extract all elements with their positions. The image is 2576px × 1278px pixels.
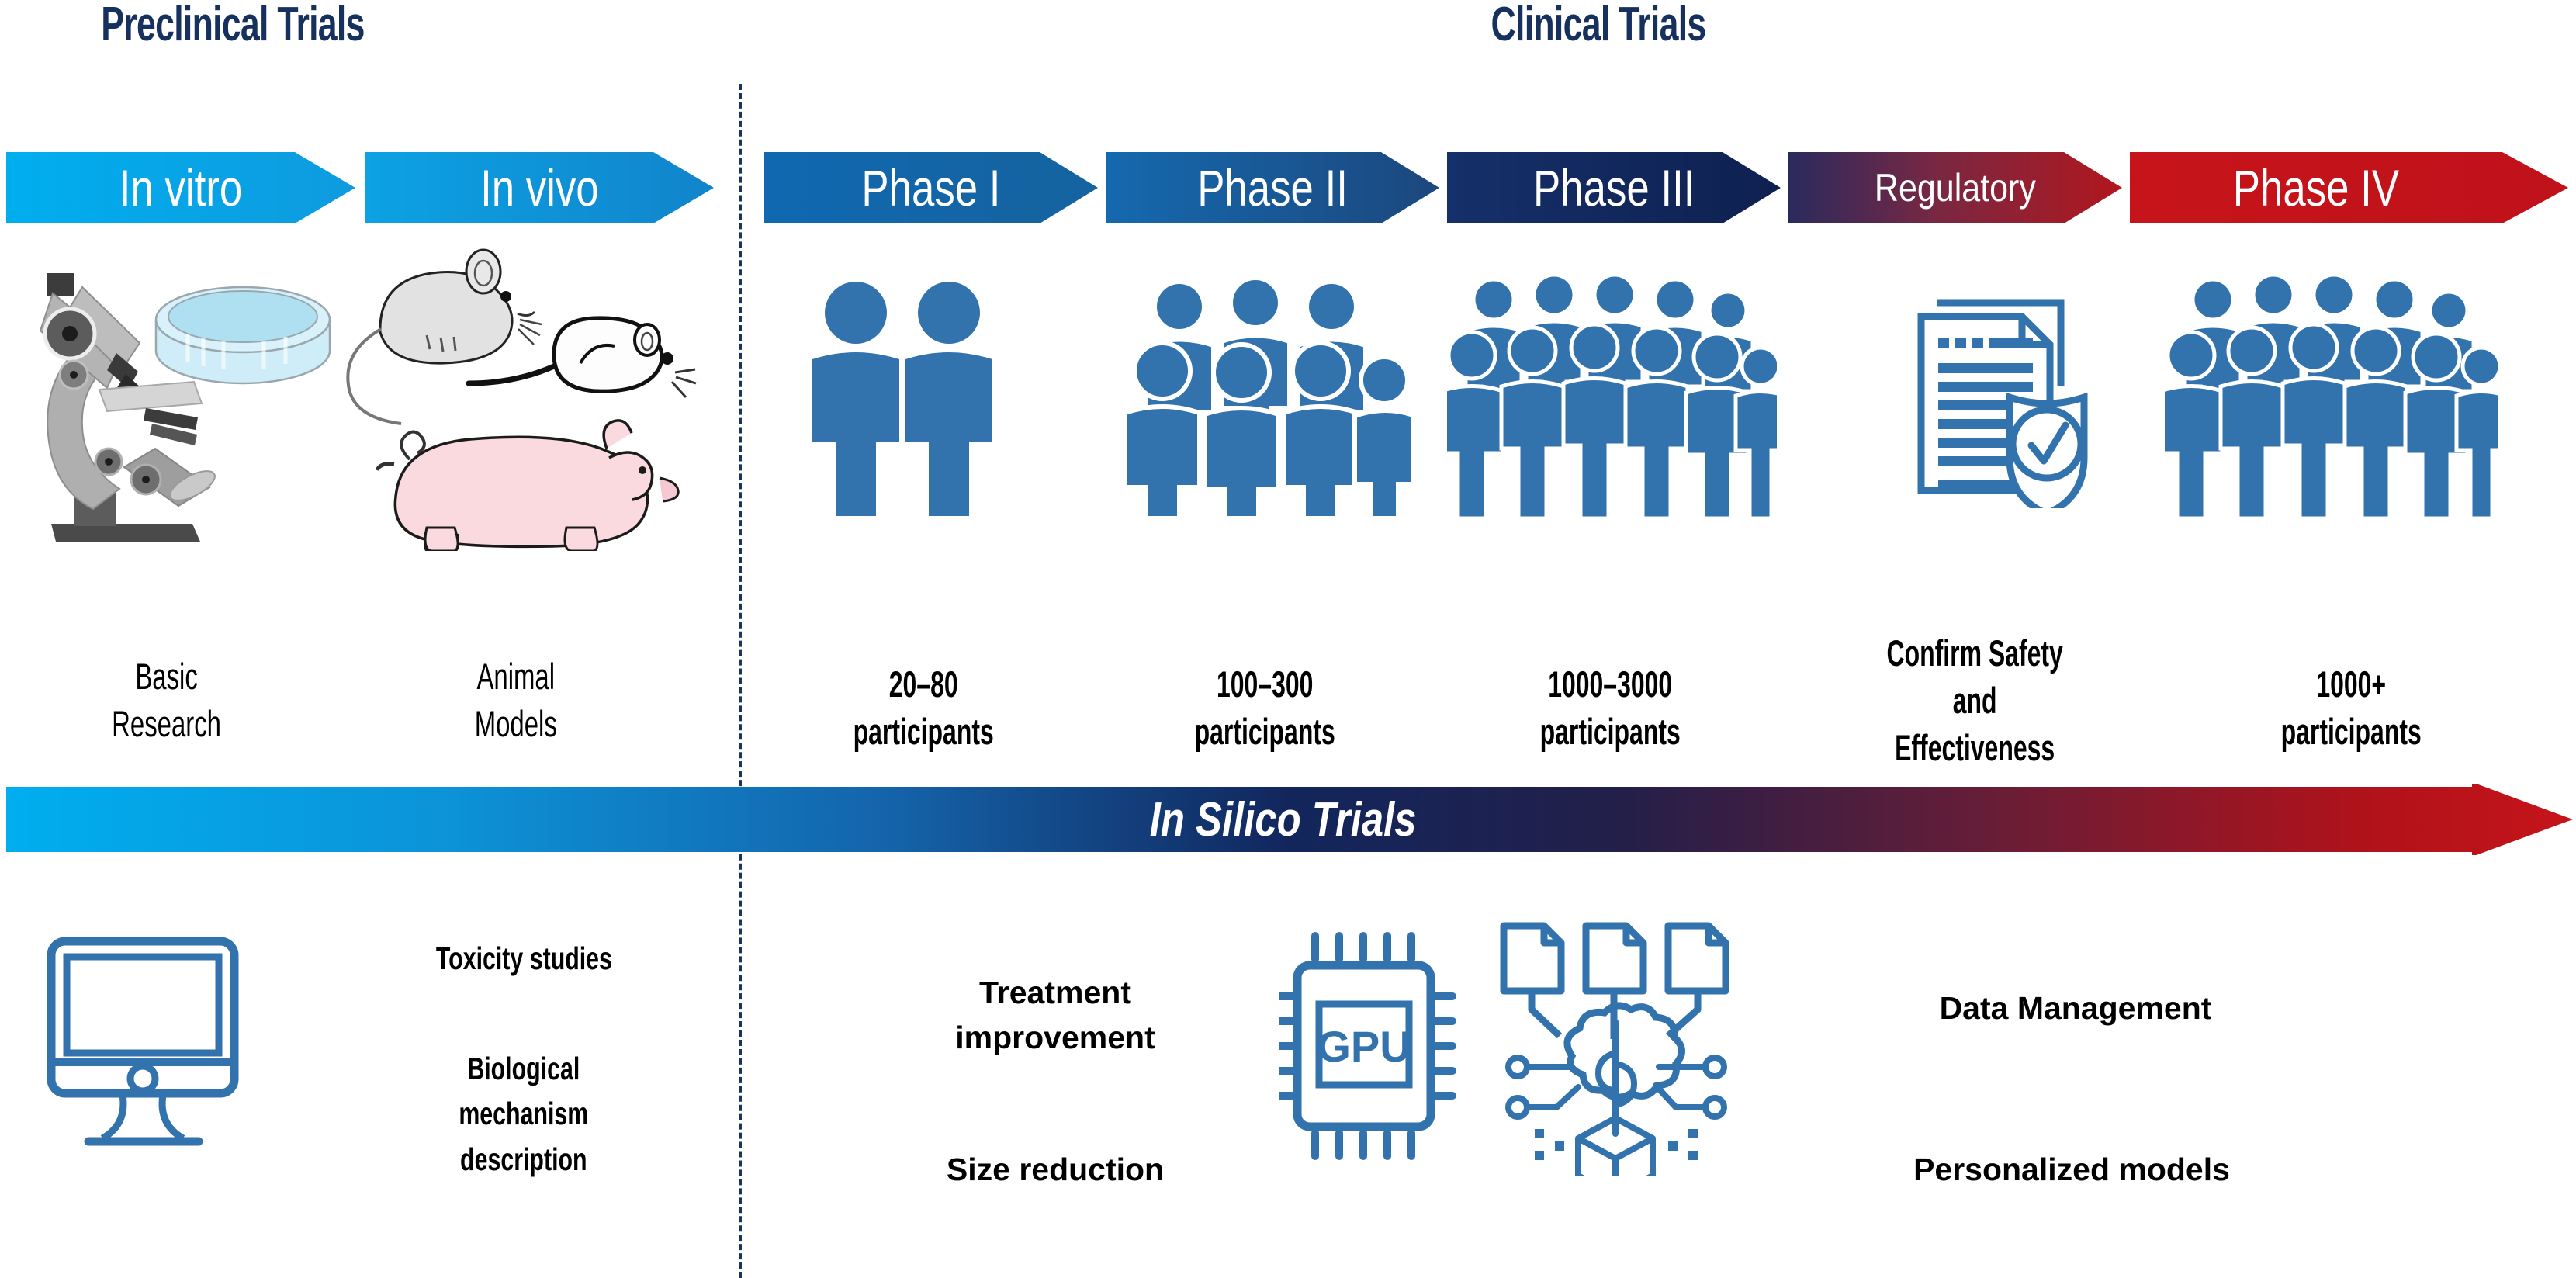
chevron-shape-icon — [6, 152, 355, 223]
ai-brain-network-illustration — [1497, 920, 1738, 1199]
benefit-label-treatment: Treatment improvement — [955, 975, 1155, 1056]
benefit-label-biological: Biological mechanism description — [459, 1051, 589, 1177]
people-icon — [812, 282, 992, 516]
clinical-trials-title: Clinical Trials — [1491, 0, 1706, 51]
mouse-and-pig-icon — [346, 248, 697, 552]
chevron-shape-icon — [1106, 152, 1439, 223]
people-icon — [2165, 272, 2498, 518]
caption-phase-3: 1000–3000 participants — [1539, 663, 1681, 753]
caption-regulatory: Confirm Safety and Effectiveness — [1886, 632, 2063, 769]
stage-chevron-phase-1[interactable]: Phase I — [764, 152, 1098, 223]
caption-in-vitro: Basic Research — [112, 656, 222, 745]
gpu-chip-label: GPU — [1317, 1022, 1411, 1071]
participants-group-phase-3 — [1447, 270, 1777, 518]
ai-brain-documents-icon — [1500, 922, 1729, 1199]
chevron-shape-icon — [764, 152, 1098, 223]
caption-phase-4: 1000+ participants — [2280, 663, 2422, 753]
stage-chevron-in-vivo[interactable]: In vivo — [365, 152, 714, 223]
participants-group-phase-2 — [1124, 272, 1411, 518]
people-icon — [1124, 275, 1411, 518]
benefit-label-data-management: Data Management — [1939, 990, 2212, 1027]
preclinical-clinical-divider — [739, 84, 742, 1278]
people-icon — [1447, 272, 1777, 518]
participants-group-phase-4 — [2165, 270, 2498, 518]
in-silico-trials-banner[interactable] — [6, 784, 2573, 855]
animal-models-illustration — [334, 248, 698, 552]
caption-in-vivo: Animal Models — [474, 656, 558, 745]
benefit-label-size: Size reduction — [946, 1152, 1165, 1188]
microscope-petri-dish-illustration — [8, 256, 334, 551]
chevron-shape-icon — [365, 152, 714, 223]
stage-chevron-phase-3[interactable]: Phase III — [1447, 152, 1781, 223]
stage-chevron-regulatory[interactable]: Regulatory — [1788, 152, 2122, 223]
stage-chevron-in-vitro[interactable]: In vitro — [6, 152, 355, 223]
stage-chevron-phase-4[interactable]: Phase IV — [2130, 152, 2568, 223]
stage-chevron-phase-2[interactable]: Phase II — [1106, 152, 1439, 223]
chevron-shape-icon — [1447, 152, 1781, 223]
banner-arrow-shape-icon — [6, 784, 2573, 855]
microscope-icon — [39, 273, 331, 542]
chevron-shape-icon — [1788, 152, 2122, 223]
benefit-label-personalized: Personalized models — [1913, 1152, 2230, 1188]
caption-phase-2: 100–300 participants — [1194, 663, 1335, 753]
benefit-label-toxicity: Toxicity studies — [435, 940, 612, 977]
participants-group-phase-1 — [795, 275, 1013, 516]
caption-phase-1: 20–80 participants — [853, 663, 994, 753]
gpu-chip-icon: GPU — [1272, 932, 1456, 1160]
preclinical-trials-title: Preclinical Trials — [101, 0, 365, 51]
desktop-monitor-icon — [47, 937, 239, 1146]
gpu-chip-illustration: GPU — [1272, 922, 1473, 1174]
regulatory-document-shield-illustration — [1893, 272, 2114, 518]
document-shield-check-icon — [1917, 299, 2088, 518]
chevron-shape-icon — [2130, 152, 2568, 223]
computer-simulation-illustration — [22, 920, 262, 1172]
